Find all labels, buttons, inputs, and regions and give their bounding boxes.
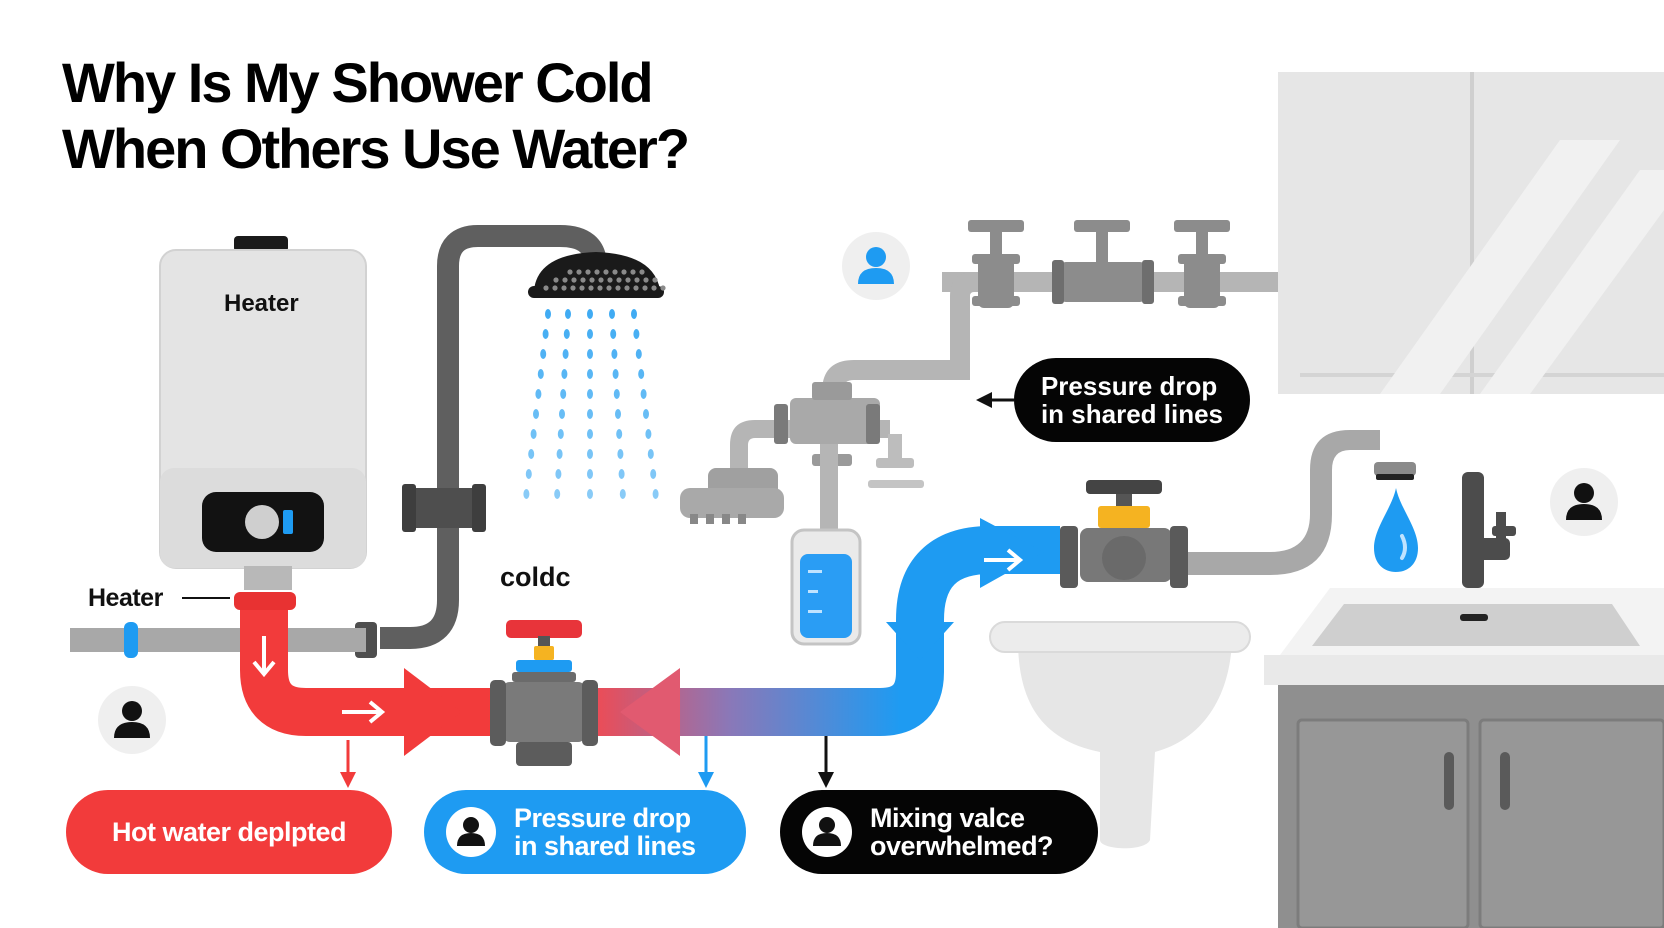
leader-arrow-pressure	[698, 736, 714, 788]
user-icon	[446, 807, 496, 857]
water-drop-icon	[1374, 488, 1418, 572]
sink-faucet-icon	[1462, 472, 1516, 588]
bathroom-window	[1278, 72, 1664, 394]
heater-pointer-label: Heater	[88, 584, 163, 612]
callout-pressure-drop: Pressure drop in shared lines	[424, 790, 746, 874]
callout-mixing-line-2: overwhelmed?	[870, 831, 1054, 861]
toilet-icon	[989, 621, 1251, 849]
callout-mixing-valve: Mixing valce overwhelmed?	[780, 790, 1098, 874]
callout-pressure-line-1: Pressure drop	[514, 803, 691, 833]
valve-icon	[968, 220, 1024, 308]
user-icon	[1550, 468, 1618, 536]
shower-head-icon	[528, 252, 666, 298]
arrow-down-icon	[252, 636, 276, 678]
shower-spray	[523, 309, 659, 499]
callout-pressure-line-2: in shared lines	[514, 831, 696, 861]
callout-top-line-1: Pressure drop	[1040, 371, 1218, 401]
callout-hot-water-text: Hot water deplpted	[111, 817, 347, 847]
cold-valve-label: coldc	[500, 562, 571, 592]
shower-riser-pipe	[355, 225, 607, 658]
faucet-icon	[1374, 462, 1416, 480]
user-icon	[802, 807, 852, 857]
cold-supply-line	[70, 622, 366, 658]
user-icon	[98, 686, 166, 754]
leader-arrow-hot	[340, 740, 356, 788]
callout-top-line-2: in shared lines	[1040, 399, 1224, 429]
callout-hot-water-depleted: Hot water deplpted	[66, 790, 392, 874]
filter-canister-icon	[790, 444, 862, 646]
leader-arrow-mixing	[818, 736, 834, 788]
callout-mixing-line-1: Mixing valce	[870, 803, 1025, 833]
arrow-right-icon	[984, 548, 1024, 572]
vanity-cabinet	[1264, 588, 1664, 928]
mixing-valve-icon	[490, 620, 598, 766]
title-line-2: When Others Use Water?	[62, 117, 690, 180]
title-line-1: Why Is My Shower Cold	[62, 51, 654, 114]
gate-valve-icon	[1060, 430, 1380, 588]
valve-icon	[1052, 220, 1154, 304]
valve-icon	[1174, 220, 1230, 308]
shared-supply-manifold	[680, 220, 1278, 524]
page-title: Why Is My Shower Cold When Others Use Wa…	[62, 50, 690, 182]
user-icon	[842, 232, 910, 300]
water-heater-icon	[159, 236, 367, 590]
arrow-right-icon	[342, 700, 386, 724]
callout-pressure-drop-top: Pressure drop in shared lines	[1014, 358, 1250, 442]
heater-panel-label: Heater	[224, 290, 299, 317]
arrow-left-icon	[976, 392, 1014, 408]
